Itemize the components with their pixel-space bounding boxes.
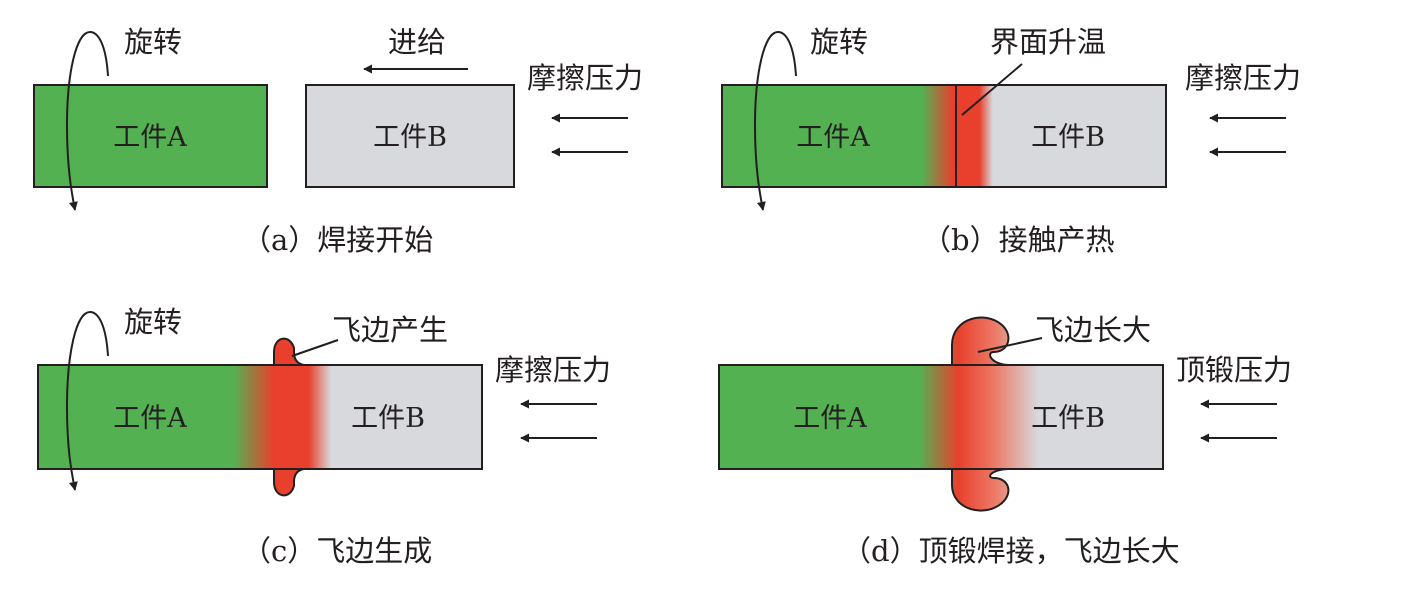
workpiece-b-label: 工件B xyxy=(351,403,425,434)
flash-label: 飞边长大 xyxy=(1035,313,1151,347)
caption-c: （c）飞边生成 xyxy=(242,534,432,568)
workpiece-b-label: 工件B xyxy=(1031,122,1105,153)
workpiece-a-block xyxy=(33,84,268,188)
interface-label: 界面升温 xyxy=(990,25,1106,59)
workpiece-b-label: 工件B xyxy=(1031,403,1105,434)
caption-b: （b）接触产热 xyxy=(922,223,1115,257)
workpiece-a-label: 工件A xyxy=(793,403,867,434)
rotation-arrow xyxy=(65,310,109,491)
panel-d: 飞边长大 顶锻压力 工件A 工件B （d）顶锻焊接，飞边长大 xyxy=(718,313,1292,568)
workpiece-b-label: 工件B xyxy=(373,122,447,153)
rotation-label: 旋转 xyxy=(810,25,868,59)
caption-a: （a）焊接开始 xyxy=(242,223,433,257)
feed-label: 进给 xyxy=(388,25,446,59)
flash-label: 飞边产生 xyxy=(332,313,448,347)
panel-b: 旋转 界面升温 摩擦压力 工件A 工件B （b）接触产热 xyxy=(721,25,1301,257)
flash-leader xyxy=(977,337,1043,353)
rotation-arrow xyxy=(753,30,797,211)
panel-c: 旋转 飞边产生 摩擦压力 工件A 工件B （c）飞边生成 xyxy=(37,305,611,568)
flash-bulge xyxy=(951,316,1010,512)
joined-bar xyxy=(721,84,1167,188)
flash-leader xyxy=(291,339,339,357)
rotation-arrow xyxy=(65,30,109,211)
workpiece-a-label: 工件A xyxy=(113,403,187,434)
workpiece-a-label: 工件A xyxy=(113,122,187,153)
panel-a: 旋转 进给 摩擦压力 工件A 工件B （a）焊接开始 xyxy=(33,25,643,257)
rotation-label: 旋转 xyxy=(124,25,182,59)
pressure-label: 摩擦压力 xyxy=(527,61,643,95)
pressure-label: 顶锻压力 xyxy=(1176,353,1292,387)
workpiece-a-label: 工件A xyxy=(796,122,870,153)
flash-core xyxy=(275,366,303,468)
joined-bar xyxy=(37,364,483,470)
pressure-label: 摩擦压力 xyxy=(495,353,611,387)
workpiece-b-block xyxy=(305,84,515,188)
pressure-label: 摩擦压力 xyxy=(1185,61,1301,95)
interface-leader xyxy=(961,63,1023,116)
rotation-label: 旋转 xyxy=(124,305,182,339)
joined-bar xyxy=(718,364,1164,470)
caption-d: （d）顶锻焊接，飞边长大 xyxy=(842,534,1180,568)
flash-bulge xyxy=(273,337,305,497)
flash-core xyxy=(953,366,1007,468)
